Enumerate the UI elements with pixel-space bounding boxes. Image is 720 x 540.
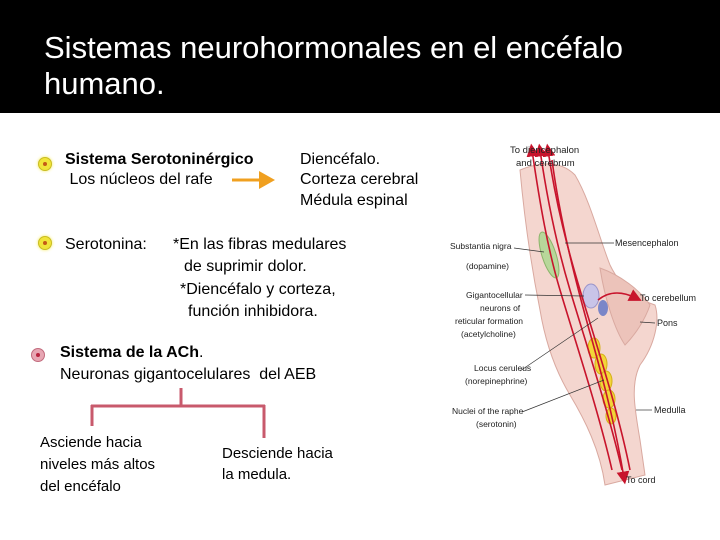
- ach-heading: Sistema de la ACh.: [60, 343, 203, 362]
- ascending-pathway-2: [534, 143, 623, 471]
- serotonin-line2: de suprimir dolor.: [184, 258, 307, 275]
- branch-right-line2: la medula.: [222, 466, 292, 483]
- label-to-diencephalon-2: and cerebrum: [516, 158, 575, 169]
- serotonin-line1: *En las fibras medulares: [173, 236, 347, 253]
- branch-left-line1: Asciende hacia: [40, 434, 142, 451]
- branch-left-line3: del encéfalo: [40, 478, 121, 495]
- label-gigantocellular-4: (acetylcholine): [461, 329, 516, 339]
- ascending-pathway-1: [526, 143, 613, 471]
- bullet-serotoninergic: [38, 157, 52, 171]
- serotonin-label: Serotonina:: [65, 236, 147, 253]
- label-to-cerebellum: To cerebellum: [640, 293, 696, 303]
- label-gigantocellular-3: reticular formation: [455, 316, 523, 326]
- cerebellum-pathway: [597, 289, 642, 301]
- descending-pathway: [551, 159, 630, 485]
- pons-bulge: [599, 267, 651, 346]
- leader-gigantocellular: [524, 294, 585, 297]
- bullet-ach: [31, 348, 45, 362]
- label-substantia-nigra-2: (dopamine): [466, 261, 509, 271]
- serotonin-line4: función inhibidora.: [188, 303, 318, 320]
- bullet-serotonin: [38, 236, 52, 250]
- label-medulla: Medulla: [654, 405, 686, 415]
- label-to-cord: To cord: [626, 475, 656, 485]
- label-gigantocellular-2: neurons of: [480, 303, 521, 313]
- branch-right-line1: Desciende hacia: [222, 445, 333, 462]
- ach-heading-period: .: [199, 344, 204, 361]
- label-raphe-2: (serotonin): [476, 419, 517, 429]
- label-locus-ceruleus-1: Locus ceruleus: [474, 363, 531, 373]
- slide-title-line1: Sistemas neurohormonales en el encéfalo: [44, 30, 624, 65]
- leader-pons: [639, 321, 656, 324]
- orange-arrow-head: [259, 171, 275, 189]
- locus-ceruleus-shape: [598, 300, 608, 316]
- serotoninergic-heading: Sistema Serotoninérgico: [65, 151, 254, 168]
- label-raphe-1: Nuclei of the raphe: [452, 406, 524, 416]
- ach-subline: Neuronas gigantocelulares del AEB: [60, 366, 317, 383]
- serotoninergic-subline: Los núcleos del rafe: [65, 171, 213, 188]
- target-diencephalon: Diencéfalo.: [300, 151, 381, 168]
- ach-heading-text: Sistema de la ACh: [60, 344, 200, 361]
- label-mesencephalon: Mesencephalon: [615, 238, 679, 248]
- label-locus-ceruleus-2: (norepinephrine): [465, 376, 528, 386]
- ascending-pathway-3: [542, 143, 631, 471]
- target-spinal-cord: Médula espinal: [300, 192, 408, 209]
- gigantocellular-shape: [582, 283, 600, 309]
- title-band: [0, 0, 720, 113]
- label-pons: Pons: [657, 318, 678, 328]
- serotonin-line3: *Diencéfalo y corteza,: [180, 281, 336, 298]
- leader-raphe: [521, 379, 605, 413]
- target-cerebral-cortex: Corteza cerebral: [300, 171, 419, 188]
- label-substantia-nigra-1: Substantia nigra: [450, 241, 512, 251]
- leader-locus-ceruleus: [519, 317, 599, 372]
- label-gigantocellular-1: Gigantocellular: [466, 290, 523, 300]
- branch-left-line2: niveles más altos: [40, 456, 156, 473]
- label-to-diencephalon-1: To diencephalon: [510, 145, 579, 156]
- leader-substantia-nigra: [513, 247, 545, 253]
- slide-title-line2: humano.: [44, 66, 165, 101]
